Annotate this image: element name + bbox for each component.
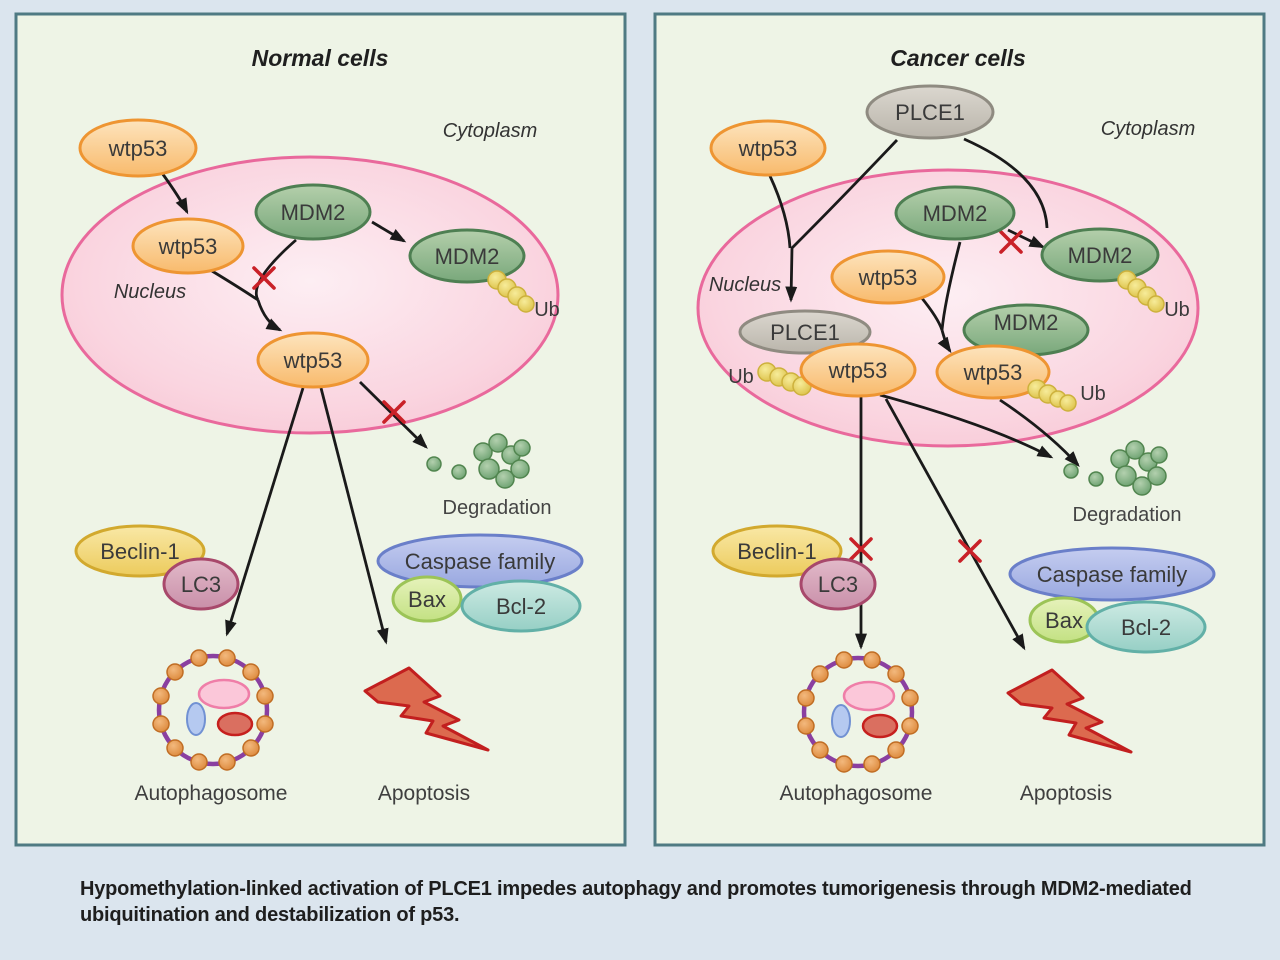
wtp53-cytoplasm-oval	[709, 119, 827, 177]
normal-panel-title: Normal cells	[252, 45, 389, 71]
bax-label: Bax	[408, 587, 446, 612]
arrow-wtp53-to-autophagosome	[225, 387, 305, 637]
caspase-family-label: Caspase family	[1037, 562, 1187, 587]
lc3-oval	[799, 557, 877, 611]
autophagosome-beads	[152, 649, 274, 771]
arrow-mdm2-to-mdm2ub	[1007, 228, 1046, 249]
plce1-label: PLCE1	[895, 100, 965, 125]
degradation-dots-icon	[426, 433, 531, 489]
mdm2-label: MDM2	[435, 244, 500, 269]
wtp53-nucleus-lower-oval	[256, 331, 370, 389]
cancer-cells-panel: Cancer cells Cytoplasm Nucleus PLCE1 wtp…	[653, 12, 1266, 847]
ubiquitin-chain-icon	[757, 362, 812, 396]
ubiquitin-chain-icon	[1117, 270, 1165, 313]
degradation-label: Degradation	[1073, 504, 1182, 526]
arrow-mdm2-to-mdm2ub	[371, 220, 407, 243]
arrow-into-wtp53	[937, 329, 952, 354]
wtp53-label: wtp53	[828, 358, 888, 383]
bcl2-oval	[1085, 600, 1207, 654]
cancer-panel-title: Cancer cells	[890, 45, 1026, 71]
lc3-label: LC3	[181, 572, 221, 597]
caspase-family-oval	[1008, 546, 1216, 602]
beclin1-label: Beclin-1	[737, 539, 816, 564]
apoptosis-bolt-icon	[1006, 668, 1133, 754]
autophagosome-icon	[797, 651, 919, 773]
bax-label: Bax	[1045, 608, 1083, 633]
mdm2-ubiquitinated-oval	[408, 228, 526, 284]
figure-caption: Hypomethylation-linked activation of PLC…	[80, 878, 1192, 926]
wtp53-ub-left-oval	[799, 342, 917, 398]
degradation-label: Degradation	[443, 497, 552, 519]
ub-label: Ub	[1164, 299, 1190, 321]
arrow-to-degradation-1	[879, 393, 1054, 459]
ub-label: Ub	[1080, 383, 1106, 405]
mdm2-label: MDM2	[923, 201, 988, 226]
arrow-wtp53-merge	[919, 296, 944, 331]
caption-line-2: ubiquitination and destabilization of p5…	[80, 904, 459, 926]
wtp53-label: wtp53	[738, 136, 798, 161]
autophagosome-label: Autophagosome	[135, 782, 288, 805]
nucleus-label: Nucleus	[114, 281, 186, 303]
wtp53-label: wtp53	[283, 348, 343, 373]
beclin1-oval	[74, 524, 206, 578]
arrow-wtp53-to-apoptosis	[319, 387, 389, 645]
degradation-dots-icon	[1063, 440, 1168, 496]
beclin1-oval	[711, 524, 843, 578]
bcl2-oval	[460, 579, 582, 633]
mdm2-label: MDM2	[1068, 243, 1133, 268]
inhibition-x-icon	[252, 266, 276, 290]
arrow-wtp53-into-nucleus	[160, 172, 189, 215]
wtp53-nucleus-upper-oval	[131, 217, 245, 275]
autophagosome-beads	[797, 651, 919, 773]
arrow-into-wtp53	[256, 299, 283, 332]
plce1-label: PLCE1	[770, 320, 840, 345]
nucleus-label: Nucleus	[709, 274, 781, 296]
apoptosis-bolt-icon	[363, 666, 490, 752]
inhibition-x-icon	[958, 539, 982, 563]
normal-cells-panel: Normal cells Cytoplasm Nucleus wtp53 wtp…	[14, 12, 627, 847]
autophagosome-icon	[152, 649, 274, 771]
lc3-oval	[162, 557, 240, 611]
ubiquitin-chain-icon	[487, 270, 535, 313]
arrow-plce1-to-mdm2	[963, 137, 1049, 229]
plce1-nucleus-oval	[738, 309, 872, 355]
mdm2-ubiquitinated-oval	[1040, 227, 1160, 283]
autophagosome-label: Autophagosome	[780, 782, 933, 805]
mdm2-free-oval	[254, 183, 372, 241]
ub-label: Ub	[728, 366, 754, 388]
wtp53-label: wtp53	[858, 265, 918, 290]
beclin1-label: Beclin-1	[100, 539, 179, 564]
arrow-plce1-into-nucleus	[785, 139, 899, 303]
mdm2-label: MDM2	[281, 200, 346, 225]
mdm2-top-oval	[894, 185, 1016, 241]
inhibition-x-icon	[849, 537, 873, 561]
apoptosis-label: Apoptosis	[378, 782, 470, 805]
caption-line-1: Hypomethylation-linked activation of PLC…	[80, 878, 1192, 900]
arrow-wtp53-to-apoptosis-blocked	[884, 398, 1026, 651]
cytoplasm-label: Cytoplasm	[1101, 118, 1195, 140]
bcl2-label: Bcl-2	[1121, 615, 1171, 640]
mdm2-label: MDM2	[994, 310, 1059, 335]
cytoplasm-label: Cytoplasm	[443, 120, 537, 142]
inhibition-x-icon	[999, 230, 1023, 254]
wtp53-label: wtp53	[108, 136, 168, 161]
plce1-cytoplasm-oval	[865, 84, 995, 140]
apoptosis-label: Apoptosis	[1020, 782, 1112, 805]
arrow-mdm2-down	[940, 241, 962, 331]
arrow-wtp53-merge	[211, 269, 259, 302]
ub-label: Ub	[534, 299, 560, 321]
wtp53-ub-right-oval	[935, 344, 1051, 400]
caspase-family-label: Caspase family	[405, 549, 555, 574]
wtp53-label: wtp53	[963, 360, 1023, 385]
arrow-to-degradation-2	[999, 398, 1080, 467]
bax-oval	[391, 575, 463, 623]
ubiquitin-chain-icon	[1027, 379, 1077, 412]
lc3-label: LC3	[818, 572, 858, 597]
bcl2-label: Bcl-2	[496, 594, 546, 619]
wtp53-label: wtp53	[158, 234, 218, 259]
inhibition-x-icon	[382, 400, 406, 424]
wtp53-cytoplasm-oval	[78, 118, 198, 178]
wtp53-nucleus-mid-oval	[830, 249, 946, 305]
arrow-wtp53-into-nucleus	[768, 175, 792, 249]
